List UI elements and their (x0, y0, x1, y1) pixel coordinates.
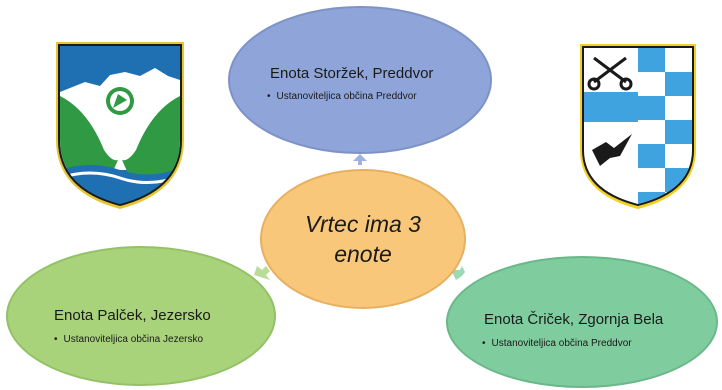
arrow-left-down-icon (254, 266, 270, 280)
unit-cricek-bullet: Ustanoviteljica občina Preddvor (482, 338, 632, 349)
unit-storzek-bullet: Ustanoviteljica občina Preddvor (267, 91, 417, 102)
arrow-right-down-icon (451, 266, 465, 280)
center-text-line2: enote (334, 241, 392, 267)
unit-cricek-title: Enota Čriček, Zgornja Bela (484, 311, 664, 328)
unit-palcek-ellipse: Enota Palček, Jezersko Ustanoviteljica o… (6, 246, 276, 386)
unit-storzek-ellipse: Enota Storžek, Preddvor Ustanoviteljica … (228, 6, 492, 154)
unit-storzek-title: Enota Storžek, Preddvor (270, 65, 434, 82)
unit-cricek-ellipse: Enota Čriček, Zgornja Bela Ustanovitelji… (446, 256, 718, 388)
unit-palcek-bullet: Ustanoviteljica občina Jezersko (54, 334, 204, 345)
unit-palcek-title: Enota Palček, Jezersko (54, 307, 211, 324)
center-node: Vrtec ima 3 enote (260, 169, 466, 309)
center-text: Vrtec ima 3 enote (262, 209, 464, 269)
center-text-line1: Vrtec ima 3 (305, 211, 421, 237)
arrow-up-icon (353, 154, 367, 165)
